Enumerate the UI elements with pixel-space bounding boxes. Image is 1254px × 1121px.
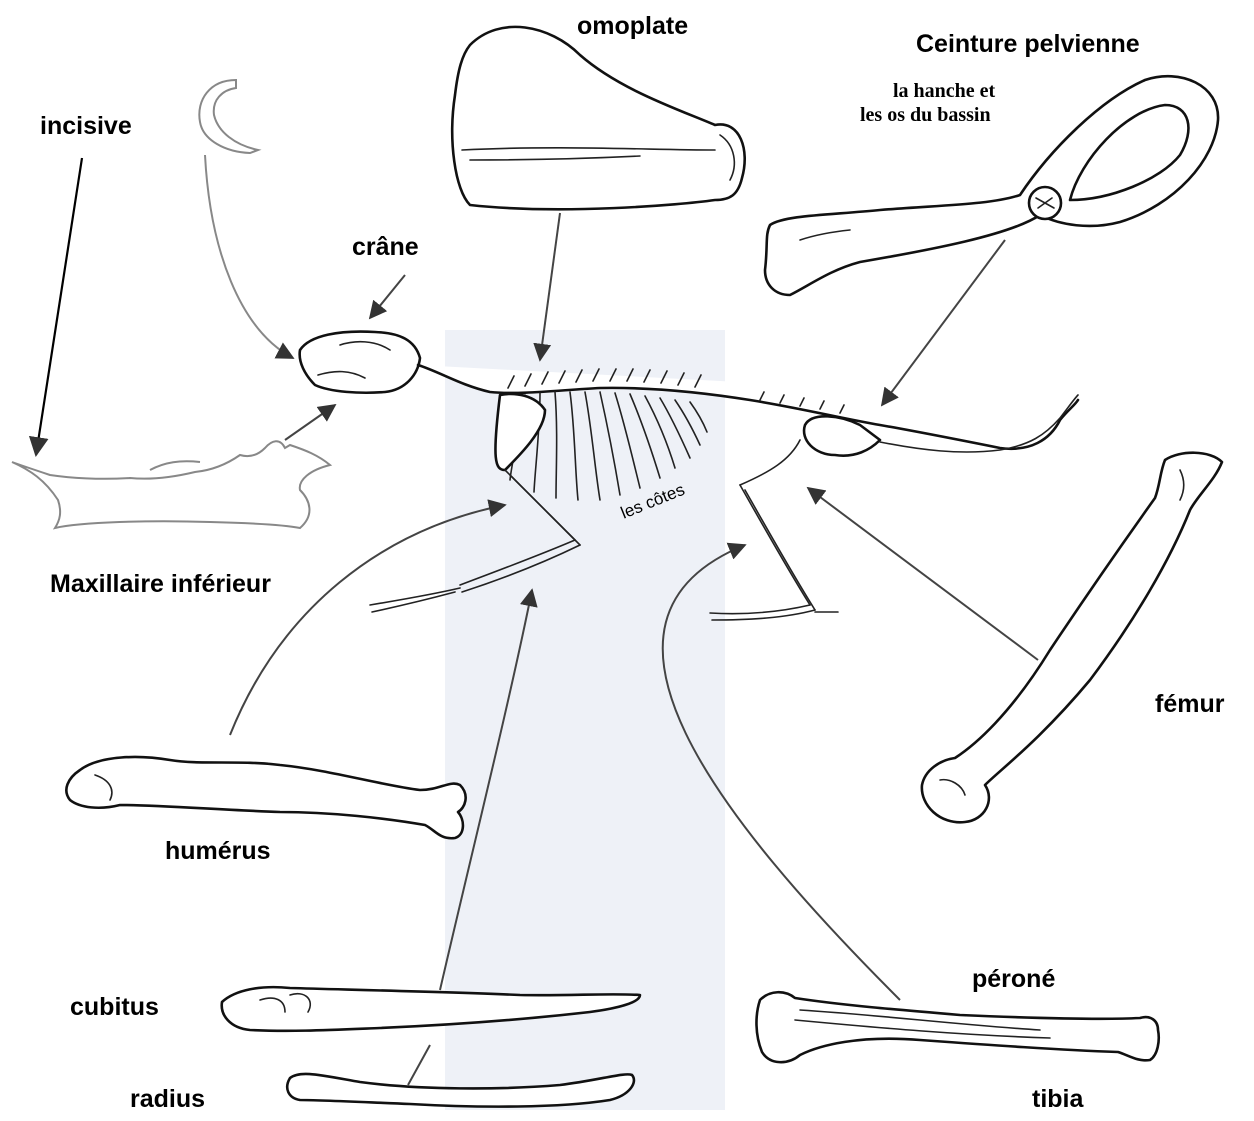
femur-arrow bbox=[808, 488, 1038, 660]
incisive-arrow bbox=[36, 158, 82, 455]
humerus-bone bbox=[66, 757, 465, 838]
label-cubitus: cubitus bbox=[70, 993, 159, 1022]
incisive-bone bbox=[199, 80, 258, 153]
lower-jaw bbox=[12, 441, 330, 528]
label-hanche-line2: les os du bassin bbox=[860, 104, 991, 127]
label-perone: péroné bbox=[972, 965, 1055, 994]
label-ceinture-pelvienne: Ceinture pelvienne bbox=[916, 30, 1140, 59]
label-humerus: humérus bbox=[165, 837, 271, 866]
label-radius: radius bbox=[130, 1085, 205, 1114]
label-omoplate: omoplate bbox=[577, 12, 688, 41]
radius-tick bbox=[408, 1045, 430, 1085]
label-femur: fémur bbox=[1155, 690, 1224, 719]
crane-arrow bbox=[370, 275, 405, 318]
label-maxillaire-inferieur: Maxillaire inférieur bbox=[50, 570, 271, 599]
femur-bone bbox=[922, 453, 1222, 823]
label-crane: crâne bbox=[352, 233, 419, 262]
label-incisive: incisive bbox=[40, 112, 132, 141]
maxillaire-arrow bbox=[285, 405, 335, 440]
pelvis-arrow bbox=[882, 240, 1005, 405]
incisive-to-skull-arrow bbox=[205, 155, 293, 358]
hind-leg bbox=[710, 416, 880, 620]
tibia-perone-bone bbox=[756, 992, 1158, 1062]
label-hanche-line1: la hanche et bbox=[893, 80, 995, 103]
pelvis-bone bbox=[765, 76, 1218, 295]
skull bbox=[300, 332, 420, 393]
omoplate-bone bbox=[452, 27, 744, 209]
label-tibia: tibia bbox=[1032, 1085, 1083, 1114]
